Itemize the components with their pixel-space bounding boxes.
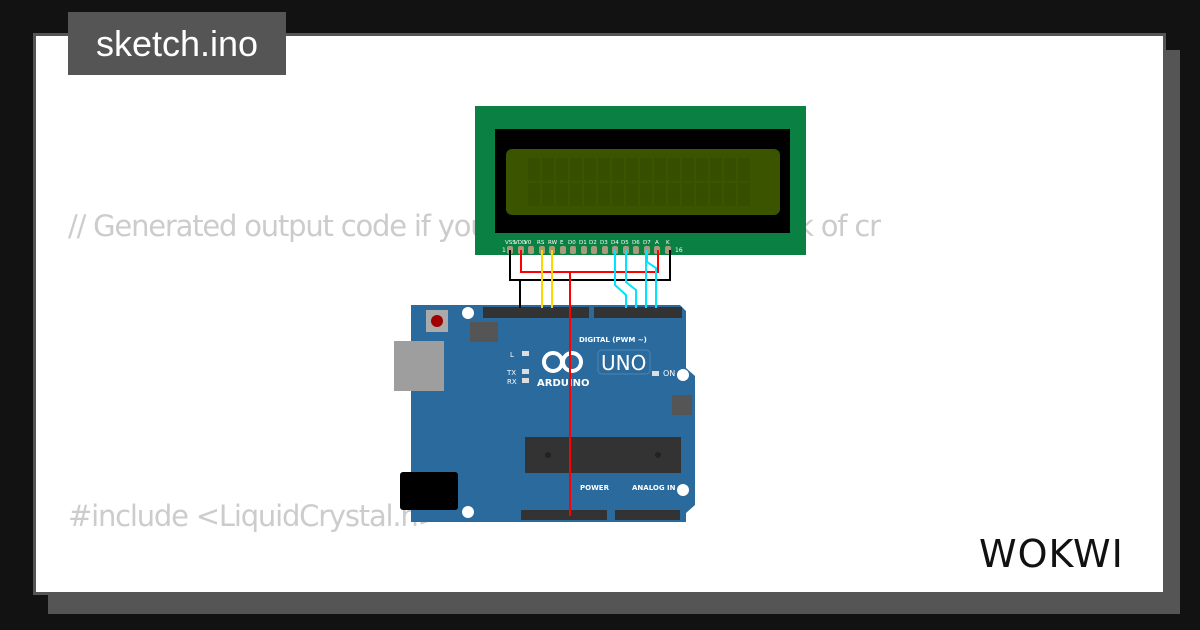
- analog-header: [615, 510, 680, 520]
- svg-text:RW: RW: [548, 240, 558, 246]
- svg-text:D5: D5: [621, 240, 629, 246]
- wires: [509, 250, 671, 516]
- svg-text:TX: TX: [506, 369, 516, 377]
- svg-text:D1: D1: [579, 240, 587, 246]
- svg-text:RS: RS: [537, 240, 545, 246]
- svg-text:D6: D6: [632, 240, 640, 246]
- svg-text:RX: RX: [507, 378, 517, 386]
- lcd-display[interactable]: 1 16 VSS VDD V0 RS RW E D0 D1 D2 D3 D4 D…: [475, 106, 806, 255]
- wokwi-logo: WOKWI: [979, 532, 1124, 576]
- svg-text:D7: D7: [643, 240, 651, 246]
- svg-text:E: E: [560, 240, 564, 246]
- file-tab[interactable]: sketch.ino: [68, 12, 286, 75]
- lcd-pin-last: 16: [675, 247, 683, 254]
- digital-label: DIGITAL (PWM ~): [579, 336, 647, 344]
- reset-button: [431, 315, 443, 327]
- svg-text:D3: D3: [600, 240, 608, 246]
- svg-text:A: A: [655, 240, 659, 246]
- usb-port: [394, 341, 444, 391]
- analog-label: ANALOG IN: [632, 484, 676, 492]
- svg-text:V0: V0: [524, 240, 532, 246]
- model-label: UNO: [601, 351, 646, 375]
- svg-text:L: L: [510, 351, 514, 359]
- svg-text:D0: D0: [568, 240, 576, 246]
- on-label: ON: [663, 369, 675, 378]
- brand-label: ARDUINO: [537, 378, 589, 389]
- power-jack: [400, 472, 458, 510]
- digital-header-right: [594, 307, 682, 318]
- wokwi-logo-text: WOKWI: [979, 532, 1124, 576]
- lcd-pin-first: 1: [502, 247, 506, 254]
- svg-text:D4: D4: [611, 240, 619, 246]
- digital-header-left: [483, 307, 589, 318]
- svg-text:VSS: VSS: [505, 240, 516, 246]
- power-label: POWER: [580, 484, 610, 492]
- power-header: [521, 510, 607, 520]
- svg-text:D2: D2: [589, 240, 597, 246]
- arduino-uno-board[interactable]: UNO ARDUINO DIGITAL (PWM ~) POWER ANALOG…: [394, 305, 695, 522]
- svg-text:VDD: VDD: [514, 240, 526, 246]
- svg-text:K: K: [666, 240, 670, 246]
